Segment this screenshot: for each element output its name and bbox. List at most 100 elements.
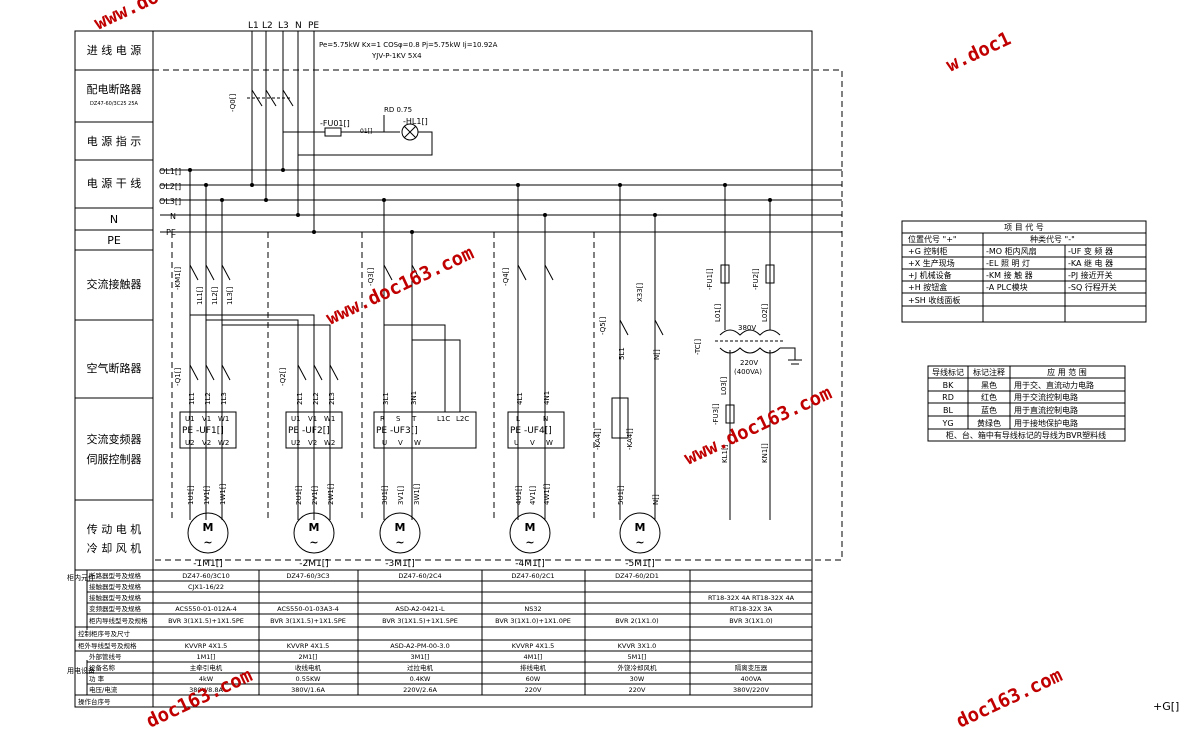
wire-1l1-label: 1L1[] bbox=[196, 286, 204, 305]
bottom-table-cell: 220V bbox=[629, 686, 646, 694]
wire-row-0-2: 用于交、直流动力电路 bbox=[1014, 380, 1094, 390]
group-label-equipment: 用电设备 bbox=[67, 666, 95, 675]
bw-3-1: 3N1 bbox=[410, 391, 418, 405]
fu1-label: -FU1[] bbox=[706, 268, 714, 290]
mw-2-0: 2U1[] bbox=[295, 485, 303, 505]
supply-cable: YJV-P-1KV 5X4 bbox=[371, 52, 422, 60]
motor-1-m: M bbox=[203, 521, 214, 534]
mw-5-0: 5U1[] bbox=[617, 485, 625, 505]
wire-row-1-0: RD bbox=[942, 393, 954, 402]
bottom-table-cell: BVR 3(1X1.5)+1X1.5PE bbox=[168, 617, 244, 625]
node-01-label: 01[] bbox=[360, 128, 372, 135]
lo2-label: L02[] bbox=[761, 303, 769, 322]
item-row-1-2: -KA 继 电 器 bbox=[1068, 258, 1113, 268]
bottom-row-label: 变频器型号及规格 bbox=[89, 604, 142, 613]
bw-1-0: 1L1 bbox=[188, 392, 196, 405]
supply-l2: L2 bbox=[262, 21, 273, 31]
section-label-vfd-2: 伺服控制器 bbox=[87, 452, 142, 466]
section-label-indicator: 电 源 指 示 bbox=[87, 134, 142, 148]
bottom-table-cell: 5M1[] bbox=[628, 653, 647, 661]
vfd2-label: PE -UF2[] bbox=[288, 426, 330, 436]
wire-row-0-0: BK bbox=[943, 381, 954, 390]
bottom-row-label: 设备名称 bbox=[89, 663, 116, 672]
lo3-label: L03[] bbox=[720, 376, 728, 395]
vfd3-in-0: R bbox=[380, 415, 385, 423]
wire-row-3-0: YG bbox=[941, 419, 953, 428]
bottom-table-cell: 0.55KW bbox=[296, 675, 322, 683]
bottom-table-cell: KVVR 3X1.0 bbox=[618, 642, 657, 650]
item-row-3-0: +H 按钮盒 bbox=[908, 282, 947, 292]
motor-3-label: -3M1[] bbox=[385, 559, 415, 569]
wire-row-0-1: 黑色 bbox=[981, 380, 997, 390]
section-label-contactor: 交流接触器 bbox=[87, 277, 142, 291]
section-sub-breaker: DZ47-60/3C25 25A bbox=[90, 101, 138, 107]
mw-2-1: 2V1[] bbox=[311, 486, 319, 505]
vfd4-in-1: N bbox=[543, 415, 548, 423]
bw-1-1: 1L2 bbox=[204, 392, 212, 405]
vfd1-in-1: V1 bbox=[202, 415, 211, 423]
bottom-row-label: 外部管线号 bbox=[89, 652, 122, 661]
bottom-table-cell: 60W bbox=[526, 675, 541, 683]
wire-head-2: 应 用 范 围 bbox=[1047, 367, 1087, 377]
bottom-table-cell: 400VA bbox=[741, 675, 762, 683]
watermark-top: www.doc bbox=[91, 0, 173, 35]
item-row-0-0: +G 控制柜 bbox=[908, 246, 947, 256]
motor-4-label: -4M1[] bbox=[515, 559, 545, 569]
bottom-row-label: 柜外导线型号及规格 bbox=[78, 641, 137, 650]
vfd3-out-2: W bbox=[414, 439, 421, 447]
motor-5-wave: ~ bbox=[635, 536, 644, 549]
item-row-2-1: -KM 接 触 器 bbox=[986, 270, 1033, 280]
bw-2-1: 2L2 bbox=[312, 392, 320, 405]
motor-5-m: M bbox=[635, 521, 646, 534]
section-label-pe: PE bbox=[107, 234, 121, 247]
mw-4-0: 4U1[] bbox=[515, 485, 523, 505]
bottom-table-cell: 4kW bbox=[199, 675, 214, 683]
bottom-table-cell: KVVRP 4X1.5 bbox=[512, 642, 555, 650]
vfd2-in-1: V1 bbox=[308, 415, 317, 423]
wire-head-1: 标记注释 bbox=[973, 367, 1005, 377]
motor-3-m: M bbox=[395, 521, 406, 534]
motor-2-m: M bbox=[309, 521, 320, 534]
bottom-table-cell: 380V/220V bbox=[733, 686, 769, 694]
km1-label: -KM1[] bbox=[174, 267, 182, 290]
tc-label: -TC[] bbox=[694, 339, 702, 355]
ka4-contact-label: -KA4[] bbox=[626, 428, 634, 450]
bw-5-1: N[] bbox=[653, 349, 661, 360]
v2-label: 220V bbox=[740, 359, 758, 367]
vfd3-in-3: L1C bbox=[437, 415, 450, 423]
vfd3-label: PE -UF3[] bbox=[376, 426, 418, 436]
bottom-table-cell: DZ47-60/3C3 bbox=[286, 572, 329, 580]
fu3-label: -FU3[] bbox=[712, 403, 720, 425]
vfd3-in-2: T bbox=[411, 415, 417, 423]
bottom-table-cell: 1M1[] bbox=[197, 653, 216, 661]
bottom-table-cell: KVVRP 4X1.5 bbox=[287, 642, 330, 650]
vfd2-in-2: W1 bbox=[324, 415, 335, 423]
mw-1-1: 1V1[] bbox=[203, 486, 211, 505]
vfd1-in-2: W1 bbox=[218, 415, 229, 423]
bottom-table-cell: CJX1-16/22 bbox=[188, 583, 224, 591]
q2-label: -Q2[] bbox=[279, 368, 287, 386]
item-row-2-0: +J 机械设备 bbox=[908, 270, 952, 280]
q0-label: -Q0[] bbox=[229, 94, 237, 112]
bottom-table-cell: 外饶冷却风机 bbox=[618, 663, 658, 672]
vfd1-out-1: V2 bbox=[202, 439, 211, 447]
bottom-row-label: 接触器型号及规格 bbox=[89, 582, 142, 591]
section-label-n: N bbox=[110, 213, 118, 226]
group-label-cabinet: 柜内元件 bbox=[67, 573, 95, 582]
mw-4-2: 4W1[] bbox=[543, 483, 551, 505]
bottom-row-label: 功 率 bbox=[89, 674, 105, 683]
kn1-label: KN1[] bbox=[761, 443, 769, 463]
section-label-bus: 电 源 干 线 bbox=[87, 176, 142, 190]
bus-pe-label: PE bbox=[166, 228, 176, 237]
vfd1-out-0: U2 bbox=[185, 439, 195, 447]
item-table-head-left: 位置代号 "+" bbox=[908, 234, 957, 244]
bottom-table-cell: ACS550-01-03A3-4 bbox=[277, 605, 339, 613]
bottom-table-cell: BVR 3(1X1.0)+1X1.0PE bbox=[495, 617, 571, 625]
q3-label: -Q3[] bbox=[367, 268, 375, 286]
bottom-table-cell: 过拉电机 bbox=[407, 663, 434, 672]
bw-1-2: 1L3 bbox=[220, 392, 228, 405]
fu01-label: -FU01[] bbox=[320, 119, 350, 128]
supply-l3: L3 bbox=[278, 21, 289, 31]
mw-1-0: 1U1[] bbox=[187, 485, 195, 505]
